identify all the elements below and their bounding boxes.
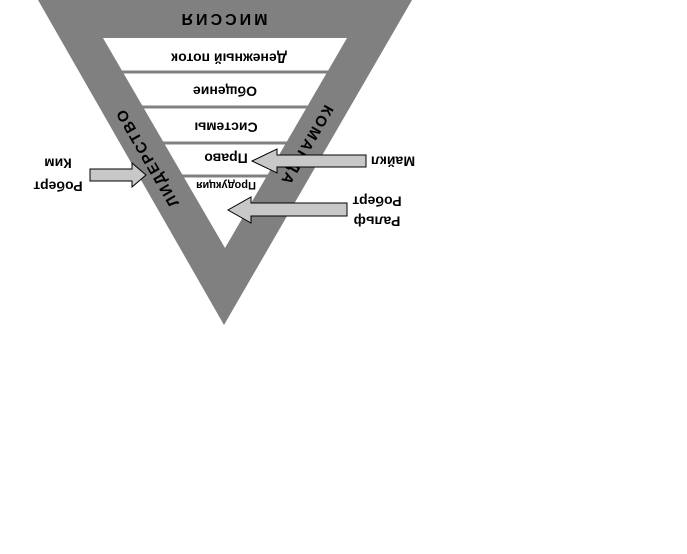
arrow-left	[89, 161, 147, 189]
arrow-right-top	[250, 148, 367, 174]
arrow-right-bottom	[226, 196, 348, 224]
band-label-communication: Общение	[193, 83, 257, 99]
person-label-right-bottom-lower: Ральф	[354, 213, 401, 229]
band-label-systems: Системы	[194, 119, 257, 135]
person-label-right-bottom-upper: Роберт	[352, 193, 401, 209]
person-label-right-top: Майкл	[371, 153, 415, 169]
person-label-left-upper: Ким	[44, 155, 72, 171]
band-label-product: Продукция	[196, 179, 256, 191]
band-label-law: Право	[204, 150, 247, 166]
person-label-left-lower: Роберт	[33, 178, 82, 194]
band-label-cashflow: Денежный поток	[170, 50, 287, 66]
diagram-title: МИССИЯ	[179, 10, 268, 27]
